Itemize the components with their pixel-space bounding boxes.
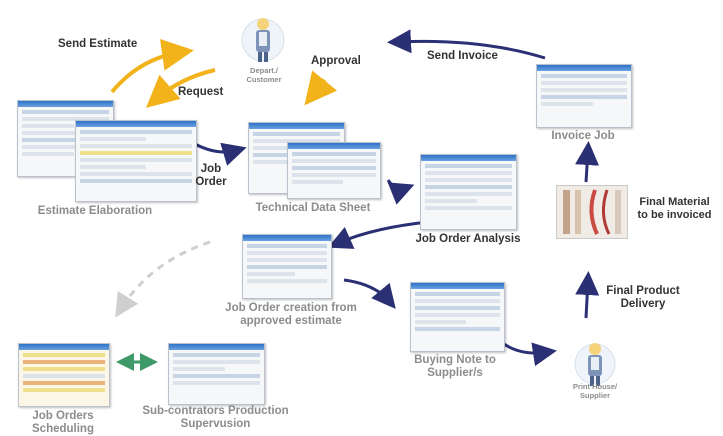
edge-send-invoice: Send Invoice [427,50,498,62]
analysis-screenshot [420,154,517,230]
scheduling-screenshot [18,343,110,407]
creation-screenshot [242,234,332,299]
edge-approval: Approval [311,55,361,67]
printhouse-figure-icon [572,338,618,390]
printhouse-label: Print House/Supplier [572,382,618,400]
arrow-final-delivery [575,271,600,319]
edge-send-estimate: Send Estimate [58,38,138,50]
arrow-analysis-to-creation [327,220,429,249]
invoice-screenshot [536,64,632,128]
analysis-label: Job Order Analysis [415,233,521,245]
techsheet-screenshot-front [287,142,381,199]
arrow-send-invoice [387,29,546,60]
final-material-photo [556,185,628,239]
invoice-label: Invoice Job [551,130,615,142]
arrow-job-order [194,142,247,166]
arrow-material-to-invoice [575,141,600,183]
edge-request: Request [178,86,224,98]
arrow-creation-to-buying [343,278,396,309]
customer-label: Depart./Customer [246,66,282,84]
arrow-creation-to-scheduling [115,240,211,318]
arrow-request [145,68,216,108]
arrow-buying-to-printhouse [503,342,557,367]
arrow-approval [304,70,338,106]
subcontractors-screenshot [168,343,265,405]
estimate-screenshot-front [75,120,197,202]
arrow-tech-to-analysis [386,179,415,205]
techsheet-label: Technical Data Sheet [255,202,371,214]
estimate-label: Estimate Elaboration [37,205,153,217]
arrow-send-estimate [110,38,194,94]
buying-screenshot [410,282,505,352]
customer-figure-icon [240,10,286,68]
